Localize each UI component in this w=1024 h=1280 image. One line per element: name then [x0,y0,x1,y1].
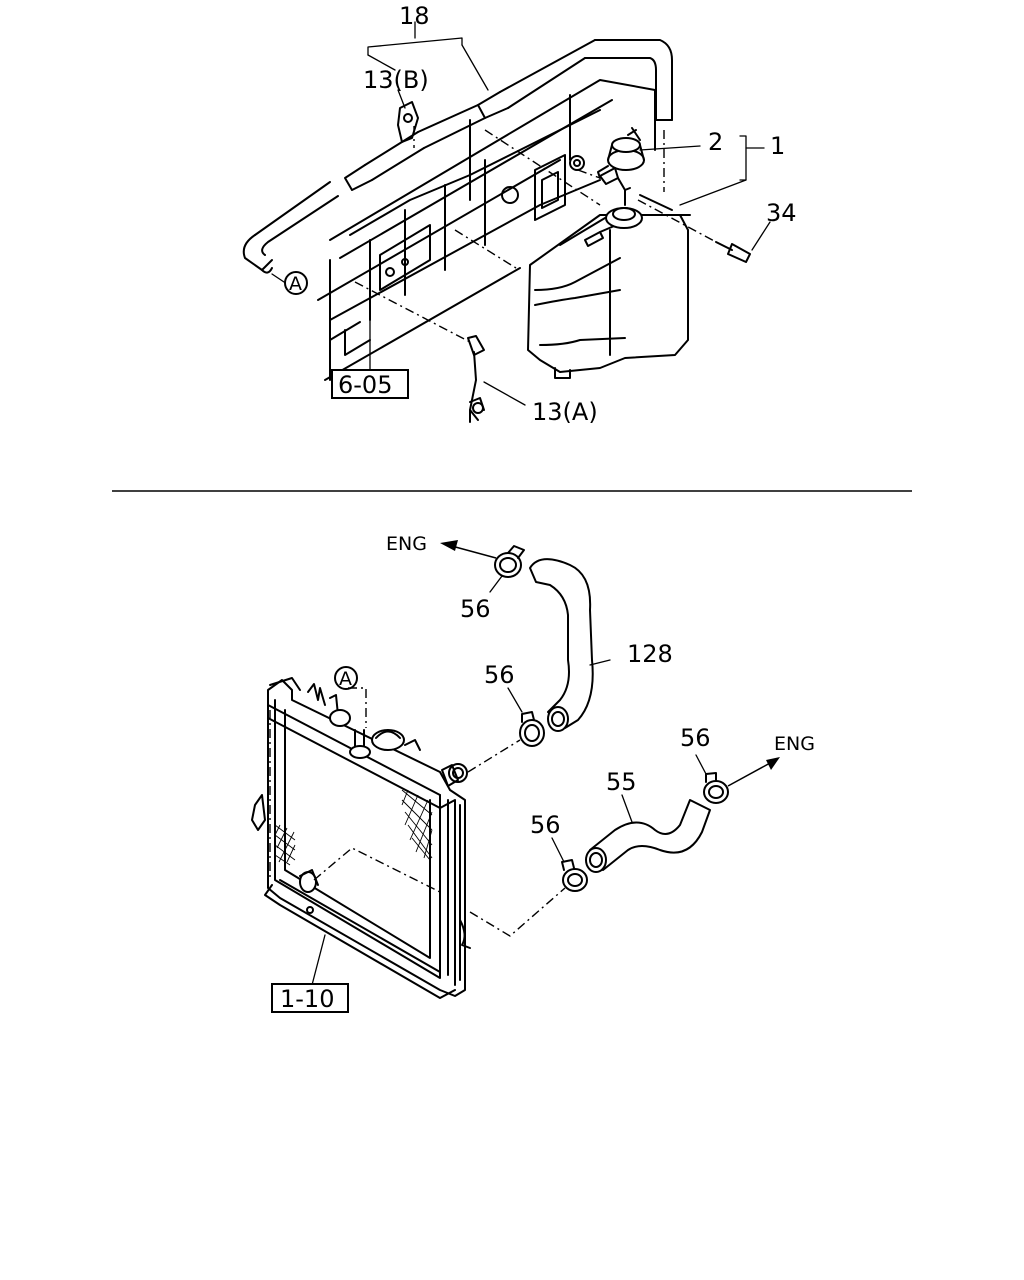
ref-box-605-label: 6-05 [338,371,392,399]
ref-box-605 [331,369,409,399]
callout-56-top: 56 [460,595,491,623]
guide-line [637,199,717,243]
guide-line [354,281,471,343]
callout-56-low: 56 [530,811,561,839]
callout-18-leader-right [461,44,489,91]
eng-arrow-top [440,540,497,559]
ref-a-connection [348,687,367,728]
frame-cross-member [317,79,656,381]
hose-clamp-56-mid [519,711,545,747]
guide-line [484,129,601,206]
reserve-tank-1 [527,194,691,379]
hose-clamp-56-right [703,772,729,804]
connection-line [313,847,441,893]
guide-line [577,169,601,179]
hose-clamp-56-low [561,859,588,892]
connection-line [469,887,566,937]
callout-56-low-leader [551,837,565,863]
callout-18-bracket [367,37,463,56]
callout-13a-leader [483,381,526,406]
bracket-13a [467,335,485,423]
top-view-assembly: 18 13(B) 2 1 34 13(A) A 6-05 [242,2,797,426]
reserve-tank-cap-2 [597,127,645,206]
callout-34-leader [751,221,771,251]
callout-13b-leader [397,89,406,109]
callout-34: 34 [766,199,797,227]
guide-line [454,229,517,269]
connection-line [467,739,521,773]
ref-110-leader [311,934,326,986]
eng-label-right: ENG [774,733,815,755]
callout-56-top-leader [489,575,503,593]
ref-a-circle [284,271,308,295]
radiator [251,677,471,999]
callout-55: 55 [606,768,637,796]
ref-a-label-bottom: A [339,668,352,690]
callout-2-leader [639,145,701,151]
callout-56-right-leader [695,754,707,775]
ref-a-circle-bottom [334,666,358,690]
callout-13a: 13(A) [532,398,598,426]
callout-56-mid-leader [507,687,523,713]
callout-128: 128 [627,640,673,668]
callout-18-leader-left [367,54,396,71]
hose-clamp-56-top [494,545,525,578]
callout-2: 2 [708,128,723,156]
callout-1-bracket [739,135,747,181]
callout-13b: 13(B) [363,66,429,94]
ref-box-110-label: 1-10 [280,985,334,1013]
upper-hose-128 [529,558,594,732]
ref-a-label: A [289,273,302,295]
overflow-hose-18 [242,39,673,274]
bracket-13b [397,101,419,143]
bottom-view-assembly: ENG ENG 56 128 56 56 55 56 A 1-10 [251,533,815,1013]
callout-1-leader-tank [679,179,747,206]
eng-label-top: ENG [386,533,427,555]
callout-56-mid: 56 [484,661,515,689]
ref-a-leader [271,273,285,283]
callout-128-leader [589,659,611,666]
ref-box-110 [271,983,349,1013]
callout-55-leader [621,794,633,823]
lower-hose-55 [585,799,711,873]
bolt-34 [715,241,751,263]
callout-56-right: 56 [680,724,711,752]
callout-1: 1 [770,132,785,160]
eng-arrow-right [727,757,780,787]
callout-18: 18 [399,2,430,30]
